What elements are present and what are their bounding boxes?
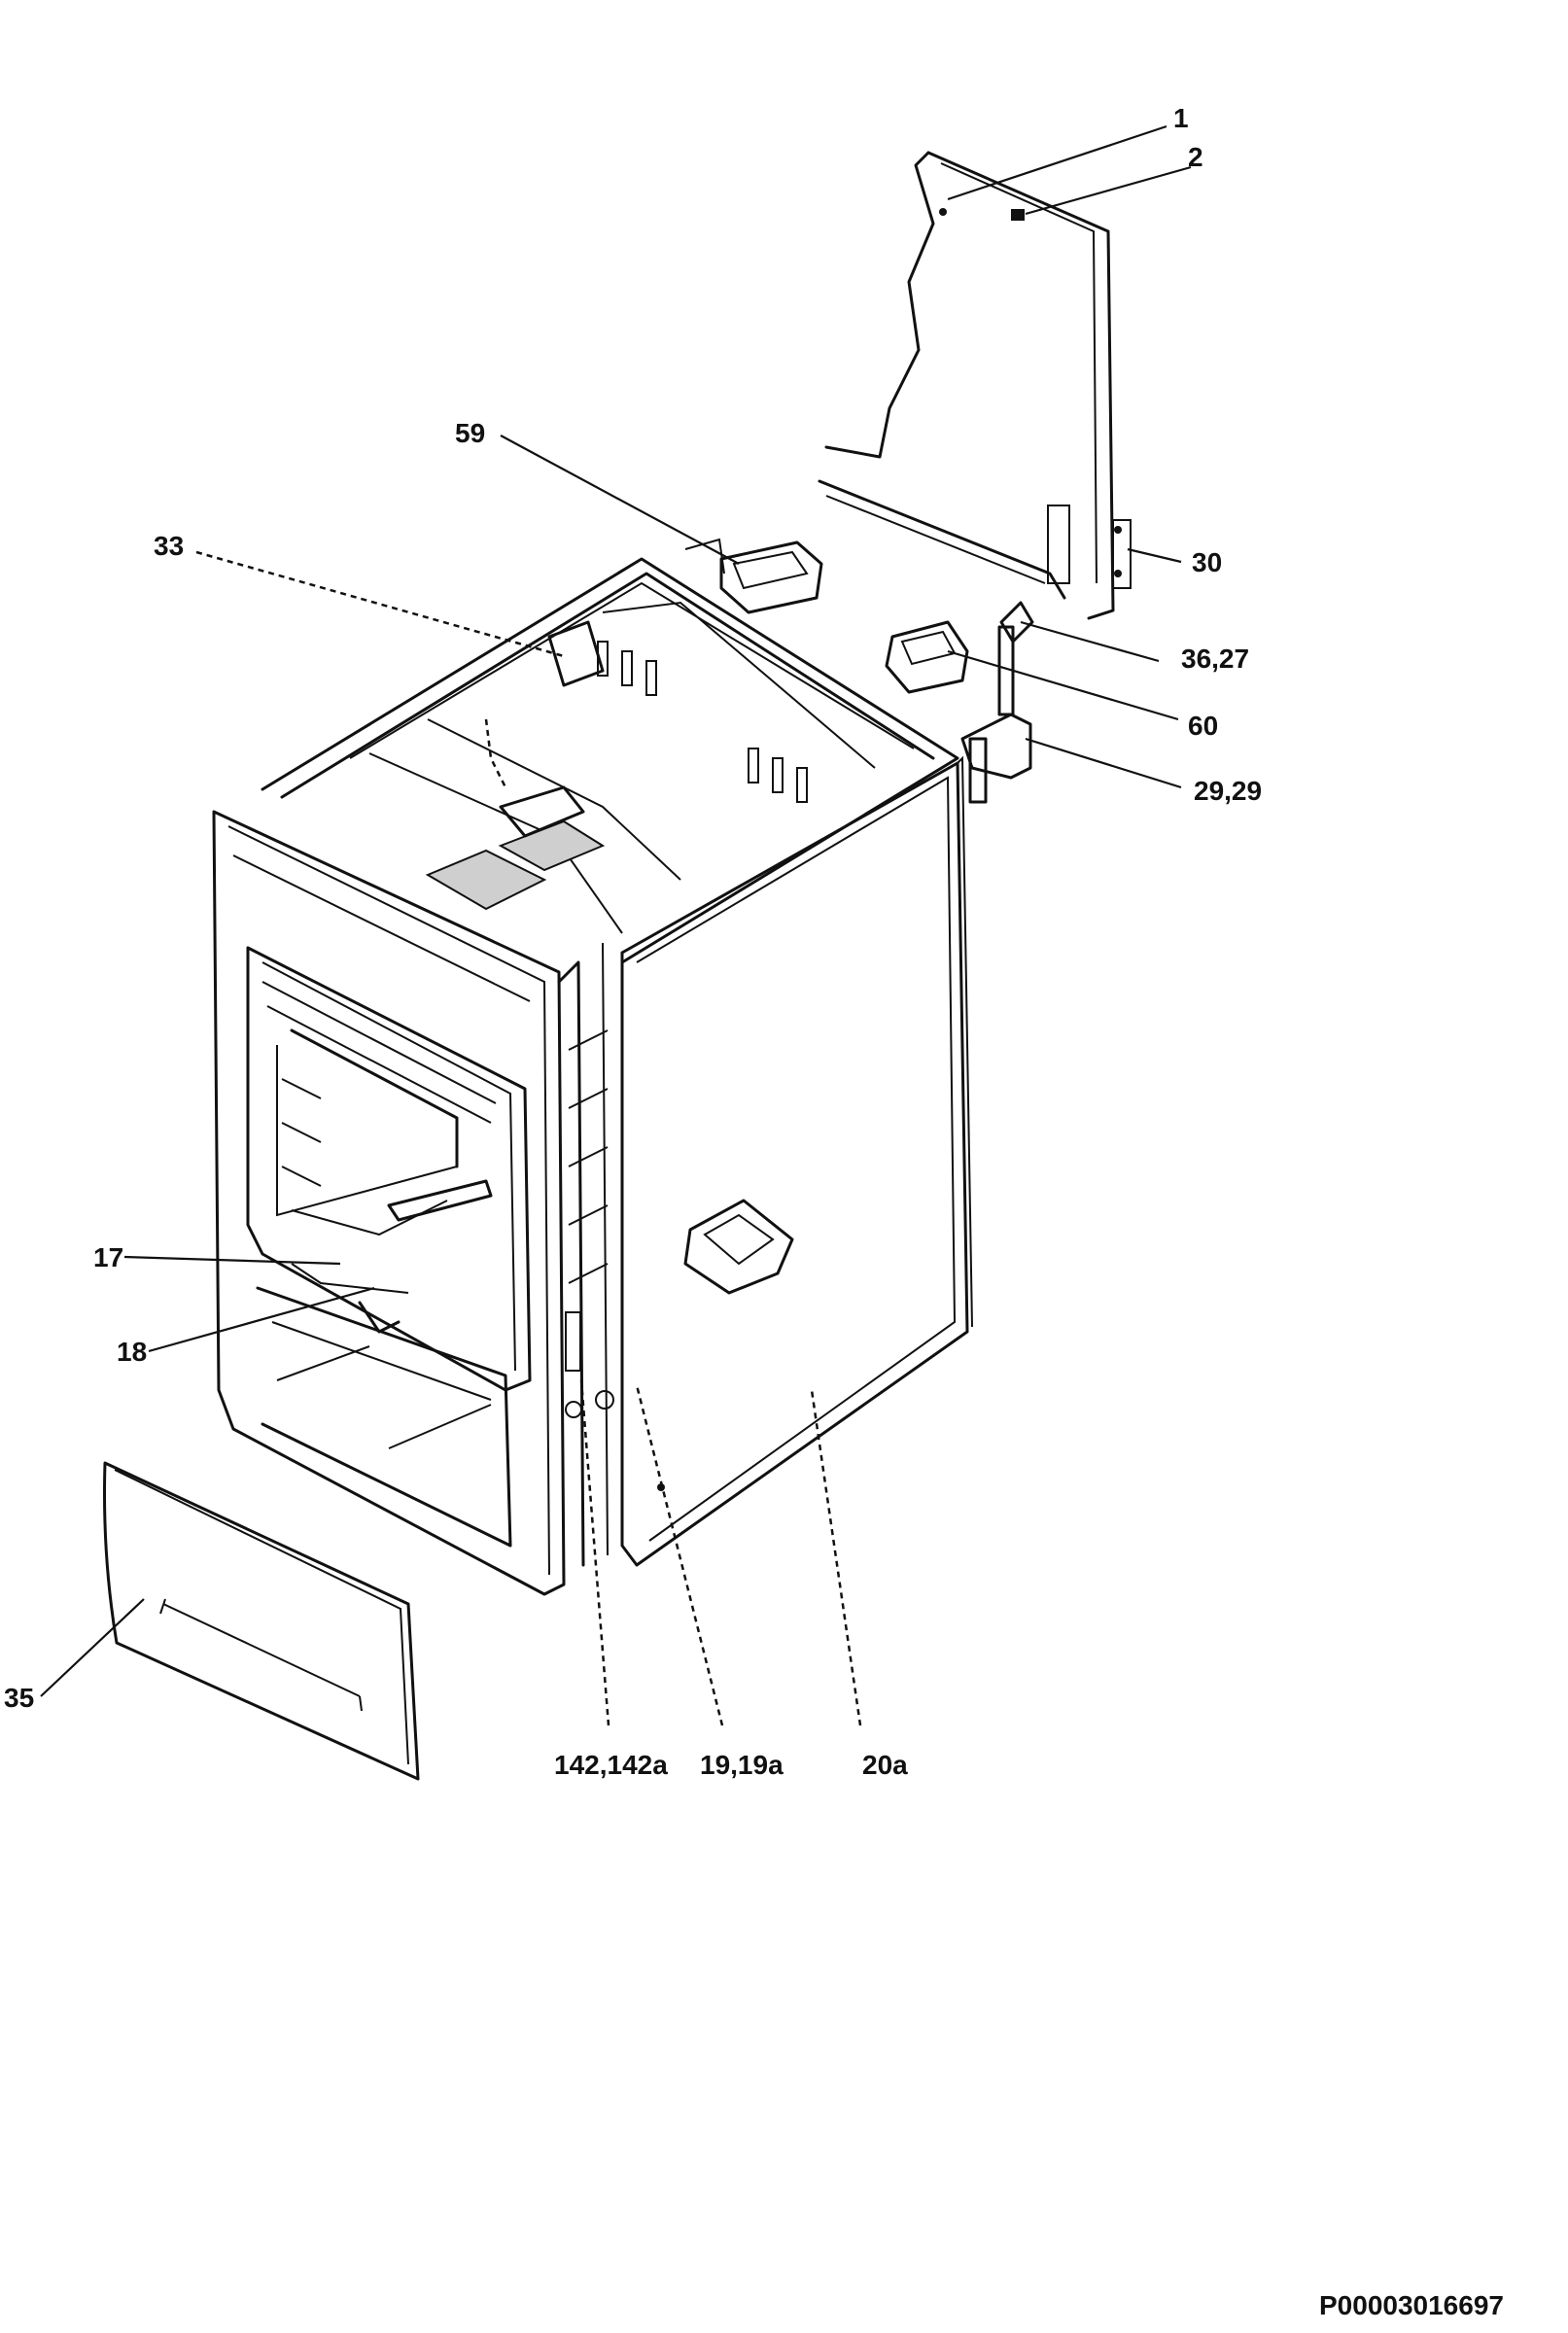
diagram-code: P00003016697 — [1319, 2290, 1504, 2320]
oven-cabinet — [212, 557, 973, 1596]
callout-33: 33 — [154, 531, 185, 561]
callout-35: 35 — [4, 1683, 35, 1713]
drawer-front-35 — [103, 1461, 420, 1781]
callout-1: 1 — [1173, 103, 1189, 133]
connector-block-60 — [885, 620, 969, 694]
callout-30: 30 — [1192, 547, 1223, 577]
rear-panel — [818, 151, 1132, 620]
callout-36-27: 36,27 — [1181, 644, 1250, 674]
callout-19-19a: 19,19a — [700, 1750, 784, 1780]
leader-lines — [40, 124, 1192, 1726]
callout-60: 60 — [1188, 711, 1219, 741]
connector-block-59 — [684, 538, 823, 614]
callout-142-142a: 142,142a — [554, 1750, 668, 1780]
callout-20a: 20a — [862, 1750, 908, 1780]
callout-17: 17 — [93, 1242, 124, 1272]
hinge-brackets — [960, 601, 1034, 804]
callout-59: 59 — [455, 418, 486, 448]
callout-18: 18 — [117, 1337, 148, 1367]
callout-29-29: 29,29 — [1194, 776, 1263, 806]
callout-2: 2 — [1188, 142, 1203, 172]
